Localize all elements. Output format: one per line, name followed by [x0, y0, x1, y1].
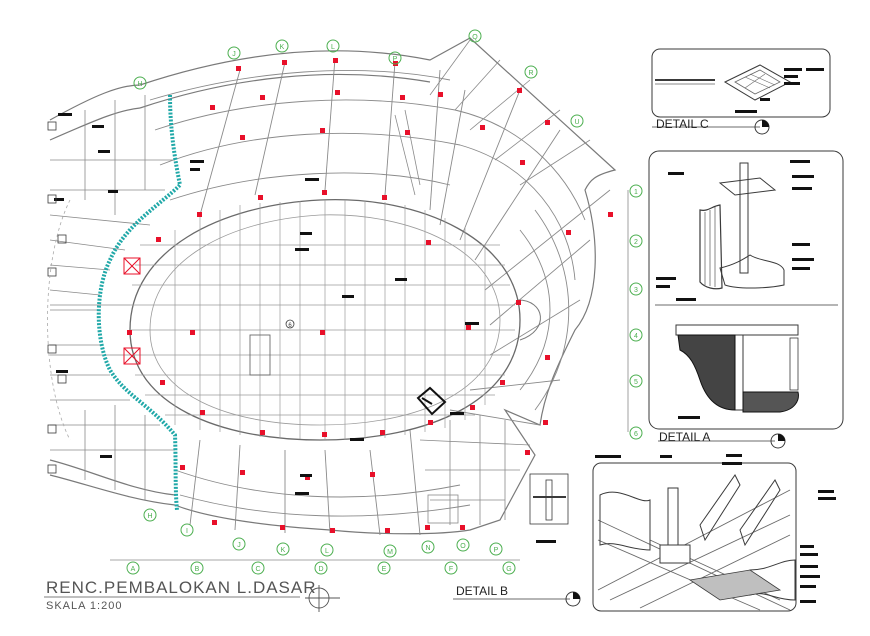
bottom-curved-bubble-I: I — [186, 528, 188, 535]
bottom-straight-axis: A B C D E F G — [110, 559, 520, 575]
axis-bubble-C: C — [255, 566, 260, 573]
right-bubbles: 1 2 3 4 5 6 — [627, 184, 643, 440]
bottom-curved-bubbles: H I J K L M N O P — [143, 508, 503, 558]
detail-c — [651, 48, 831, 135]
bottom-curved-bubble-N: N — [425, 545, 430, 552]
axis-bubble-B: B — [195, 566, 200, 573]
right-bubble-4: 4 — [634, 333, 638, 340]
bottom-curved-bubble-M: M — [387, 549, 393, 556]
teal-wall — [96, 94, 183, 511]
drawing-title: RENC.PEMBALOKAN L.DASAR — [46, 578, 317, 597]
south-east-wing — [419, 415, 531, 525]
top-bubbles: H J K L P Q R U — [133, 29, 584, 128]
right-bubble-1: 1 — [634, 189, 638, 196]
east-semicircle — [517, 299, 541, 341]
top-bubble-R: R — [528, 70, 533, 77]
detail-b — [453, 454, 836, 612]
right-bubble-5: 5 — [634, 379, 638, 386]
right-bubble-2: 2 — [634, 239, 638, 246]
axis-bubble-D: D — [318, 566, 323, 573]
left-wing — [49, 95, 175, 500]
stair-black — [416, 386, 447, 416]
axis-bubble-G: G — [506, 566, 511, 573]
detail-a-label: DETAIL A — [659, 430, 711, 444]
center-mark-label: 6 — [288, 323, 292, 329]
detail-c-label: DETAIL C — [656, 117, 709, 131]
bottom-curved-bubble-K: K — [281, 547, 286, 554]
radial-beams — [189, 57, 611, 536]
bottom-curved-bubble-H: H — [147, 513, 152, 520]
detail-a — [648, 150, 844, 449]
drawing-scale: SKALA 1:200 — [46, 600, 123, 612]
top-bubble-J: J — [232, 51, 236, 58]
top-bubble-L: L — [331, 44, 335, 51]
inner-oval — [129, 198, 521, 441]
left-column-markers — [47, 121, 67, 474]
reference-arc — [47, 199, 71, 441]
annotation-tags — [54, 113, 479, 495]
bottom-curved-bubble-J: J — [237, 542, 241, 549]
title-section-mark — [305, 585, 340, 612]
inner-grid — [130, 200, 515, 440]
axis-bubble-A: A — [131, 566, 136, 573]
axis-bubble-E: E — [382, 566, 387, 573]
right-bubble-6: 6 — [634, 431, 638, 438]
top-bubble-K: K — [280, 44, 285, 51]
right-bubble-3: 3 — [634, 287, 638, 294]
bottom-curved-bubble-L: L — [325, 548, 329, 555]
outer-outline — [49, 37, 617, 535]
top-bubble-H: H — [137, 81, 142, 88]
top-bubble-Q: Q — [472, 34, 478, 41]
top-bubble-P: P — [393, 56, 398, 63]
top-bubble-U: U — [574, 119, 579, 126]
central-void — [249, 334, 271, 376]
ring-beams — [149, 70, 586, 517]
bottom-curved-bubble-O: O — [460, 543, 466, 550]
bottom-curved-bubble-P: P — [494, 547, 499, 554]
center-mark — [285, 319, 295, 329]
axis-bubble-F: F — [449, 566, 453, 573]
stair-cores — [123, 257, 141, 365]
north-east-wing — [394, 39, 591, 196]
detail-b-label: DETAIL B — [456, 584, 509, 598]
